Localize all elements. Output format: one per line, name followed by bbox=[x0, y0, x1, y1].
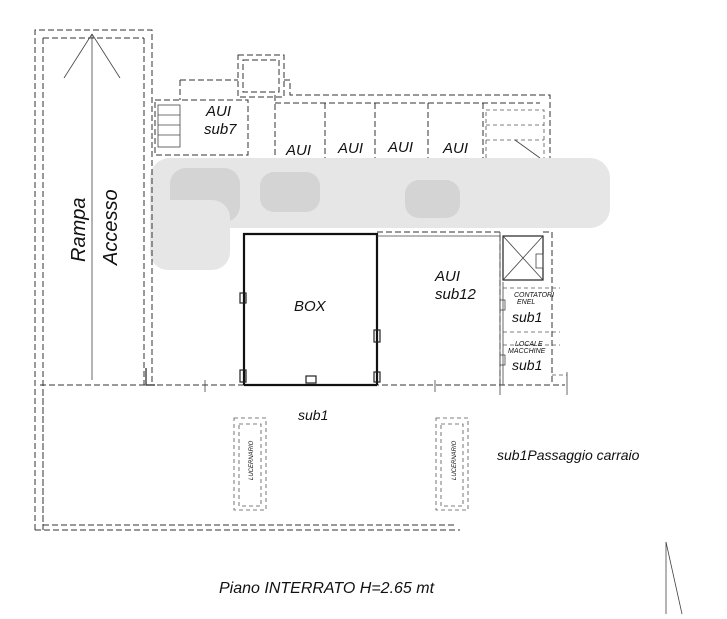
north-arrow-icon bbox=[665, 541, 683, 615]
aui-sub12-room bbox=[377, 231, 501, 385]
plan-caption: Piano INTERRATO H=2.65 mt bbox=[219, 580, 435, 597]
aui-sub12-label-b: sub12 bbox=[435, 286, 477, 303]
aui-sub7-label-b: sub7 bbox=[204, 121, 237, 138]
locale-label: LOCALE bbox=[515, 341, 543, 348]
aui-sub12-label-a: AUI bbox=[434, 268, 460, 285]
skylight-2-label: LUCERNARIO bbox=[452, 440, 458, 480]
blurred-region bbox=[150, 158, 610, 270]
access-label: Accesso bbox=[100, 189, 122, 266]
service-rooms bbox=[499, 282, 568, 395]
ramp-outline bbox=[34, 29, 153, 530]
corridor-sub1-label: sub1 bbox=[298, 407, 328, 423]
contatori-label: CONTATORI bbox=[514, 292, 554, 299]
locale-sub1-label: sub1 bbox=[512, 357, 542, 373]
contatori-sub1-label: sub1 bbox=[512, 309, 542, 325]
aui-sub7-label-a: AUI bbox=[205, 103, 231, 120]
ramp-label: Rampa bbox=[68, 198, 90, 262]
box-label: BOX bbox=[294, 298, 327, 315]
corridor-outline bbox=[35, 380, 565, 531]
skylight-1-label: LUCERNARIO bbox=[249, 440, 255, 480]
left-inner-wall bbox=[145, 368, 155, 386]
aui-sub3-label-a: AUI bbox=[285, 142, 311, 159]
box-room bbox=[239, 232, 500, 387]
enel-label: ENEL bbox=[517, 299, 535, 306]
aui-sub6-label-a: AUI bbox=[337, 140, 363, 157]
skylight-1 bbox=[233, 417, 267, 511]
elevator-shaft bbox=[502, 231, 553, 385]
aui-sub2-label-a: AUI bbox=[442, 140, 468, 157]
aui-sub4-label-a: AUI bbox=[387, 139, 413, 156]
skylight-2 bbox=[435, 417, 469, 511]
passaggio-label: sub1Passaggio carraio bbox=[497, 447, 640, 463]
macchine-label: MACCHINE bbox=[508, 348, 546, 355]
